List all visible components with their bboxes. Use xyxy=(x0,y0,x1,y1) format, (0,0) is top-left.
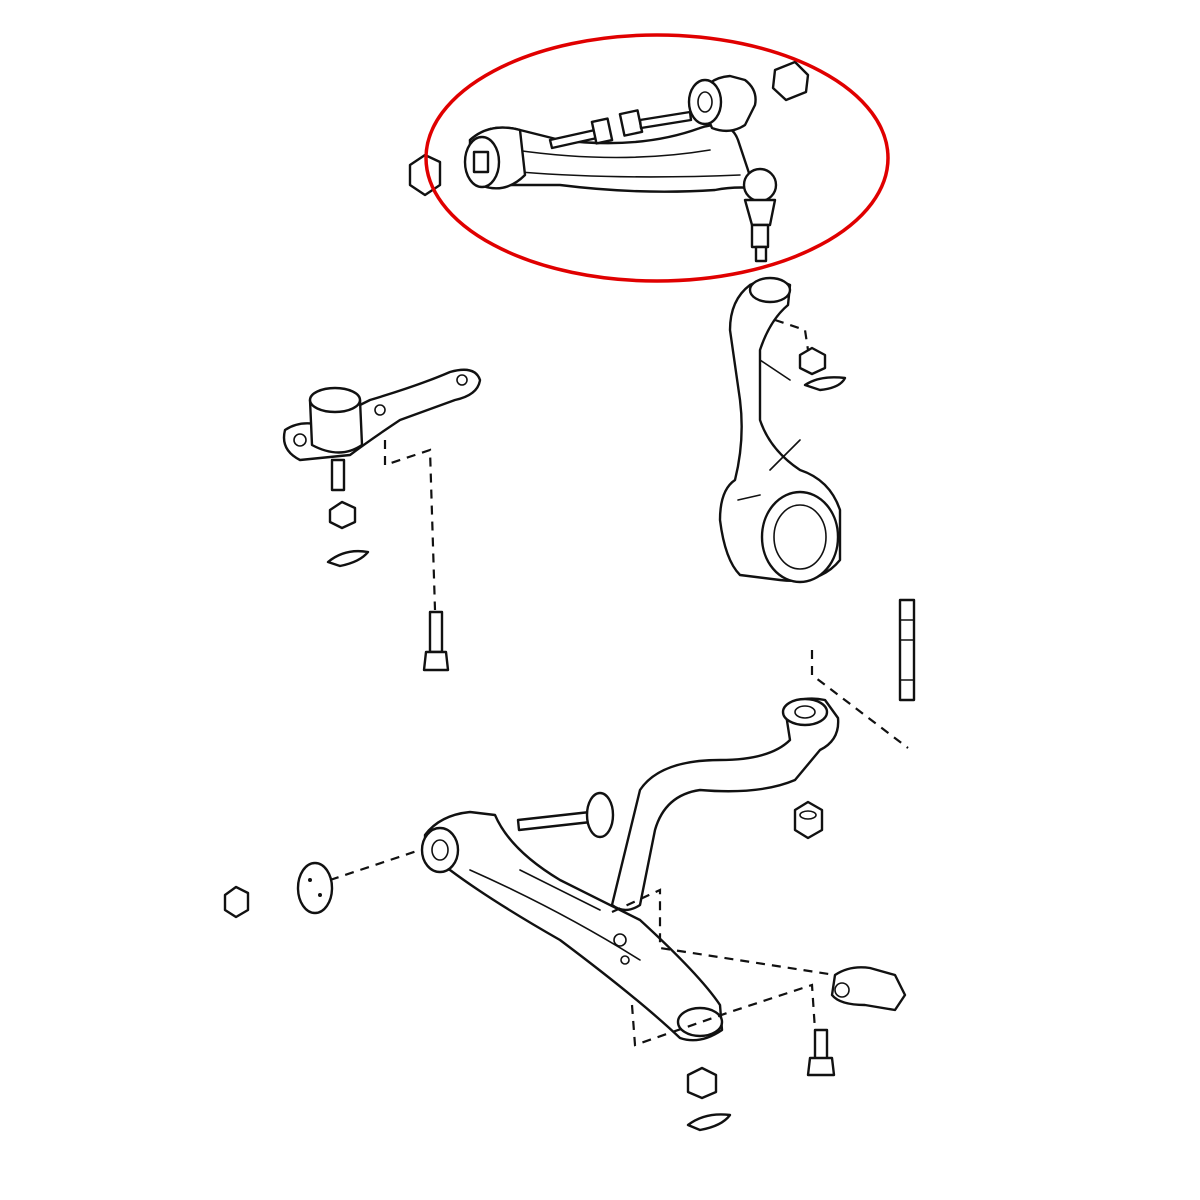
ball-joint-dash-line xyxy=(383,440,437,611)
bushing-dash-line xyxy=(329,848,421,882)
strut-rod-bolt[interactable] xyxy=(516,791,615,839)
strut-rod-nut[interactable] xyxy=(793,800,824,840)
knuckle-cotter-pin[interactable] xyxy=(803,376,847,392)
lower-cotter-pin[interactable] xyxy=(686,1113,732,1132)
lower-ball-joint-castle-nut[interactable] xyxy=(686,1066,718,1100)
upper-ball-joint[interactable] xyxy=(742,167,778,263)
bracket-bolt[interactable] xyxy=(806,1028,836,1077)
lower-ball-joint-cotter-pin[interactable] xyxy=(326,549,370,568)
lower-arm-bracket[interactable] xyxy=(830,966,907,1012)
upper-control-arm[interactable] xyxy=(463,74,772,193)
upper-arm-nut-right[interactable] xyxy=(771,60,810,102)
stabilizer-stud[interactable] xyxy=(898,598,916,702)
bracket-dash-line xyxy=(611,888,836,977)
steering-knuckle[interactable] xyxy=(718,276,842,584)
knuckle-dash-line xyxy=(774,318,810,351)
knuckle-nut[interactable] xyxy=(798,346,827,376)
lower-control-arm[interactable] xyxy=(420,810,724,1042)
lower-ball-joint[interactable] xyxy=(282,368,482,492)
lower-dash-line xyxy=(630,983,817,1047)
stud-dash-line xyxy=(810,650,909,749)
upper-arm-bolt-left[interactable] xyxy=(548,117,614,150)
upper-arm-bolt-right[interactable] xyxy=(618,109,693,137)
strut-rod[interactable] xyxy=(610,697,840,912)
lower-arm-bushing[interactable] xyxy=(296,861,334,915)
ball-joint-bolt[interactable] xyxy=(422,610,450,672)
lower-arm-nut[interactable] xyxy=(223,885,250,919)
highlight-ellipse xyxy=(424,33,890,283)
lower-ball-joint-nut[interactable] xyxy=(328,500,357,530)
